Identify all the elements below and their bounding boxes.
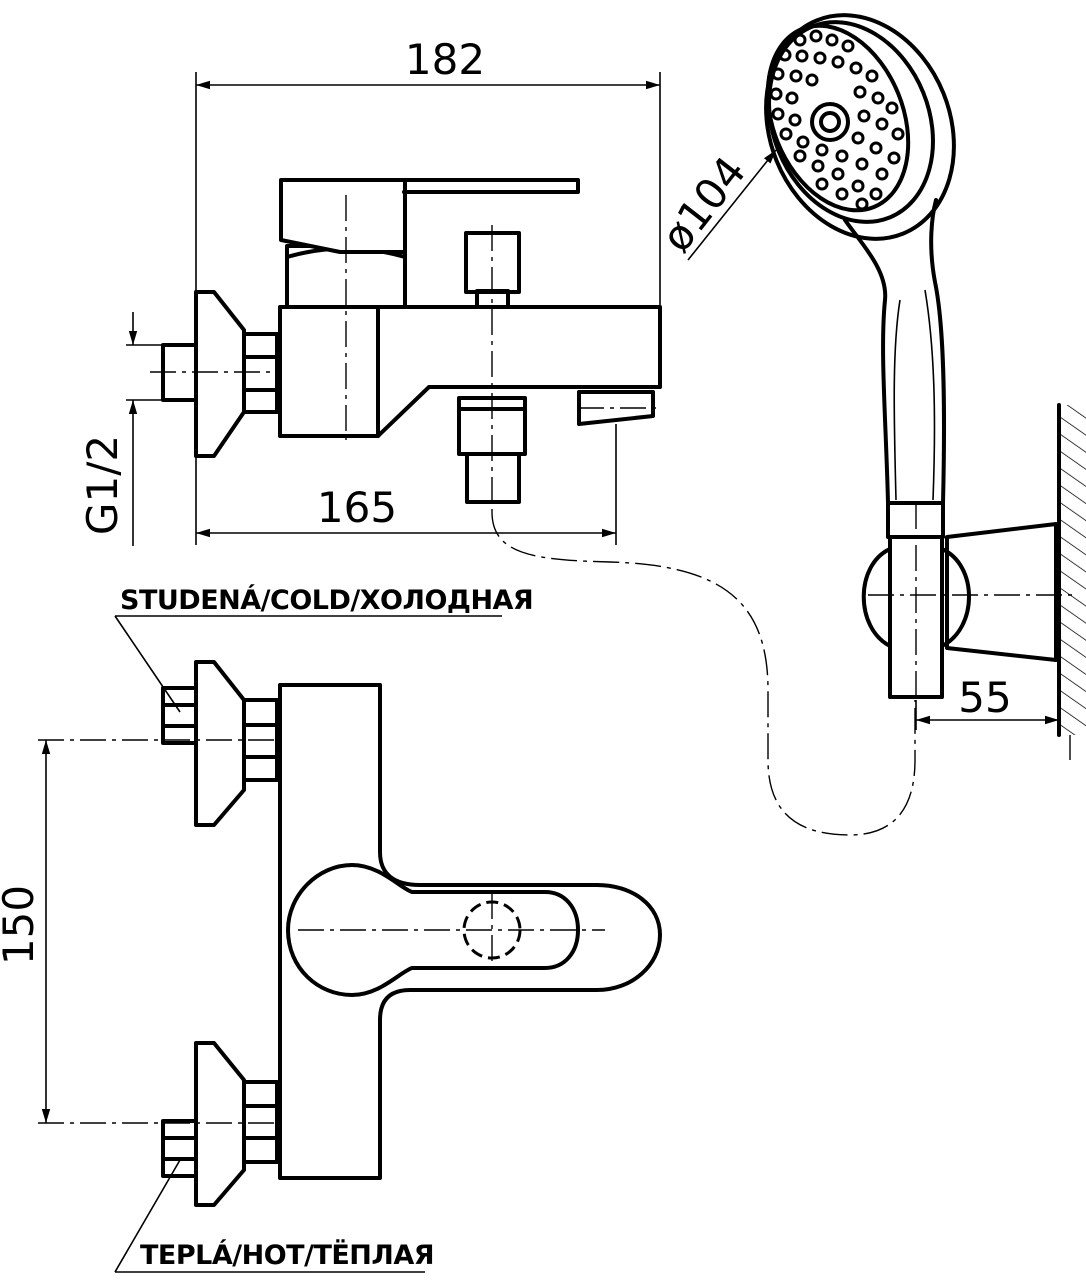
- cold-label: STUDENÁ/COLD/ХОЛОДНАЯ: [120, 584, 533, 616]
- hand-shower: [764, 13, 1078, 700]
- dimension-150: 150: [0, 740, 51, 1123]
- dimension-55: 55: [915, 673, 1059, 730]
- dimension-182-label: 182: [405, 35, 485, 84]
- dimension-182: 182: [195, 35, 661, 305]
- cold-label-leader: STUDENÁ/COLD/ХОЛОДНАЯ: [114, 584, 534, 713]
- dimension-104-label: ø104: [652, 147, 756, 261]
- dimension-150-label: 150: [0, 885, 43, 965]
- shower-hose-centerline: [491, 511, 916, 836]
- wall-section: [1057, 403, 1086, 760]
- hot-label: TEPLÁ/HOT/ТЁПЛАЯ: [140, 1239, 434, 1271]
- dimension-55-label: 55: [958, 673, 1011, 722]
- spray-nozzles: [769, 29, 905, 211]
- mixer-side-view: [150, 178, 662, 512]
- dimension-104: ø104: [652, 147, 777, 261]
- dimension-165: 165: [195, 424, 617, 545]
- hot-label-leader: TEPLÁ/HOT/ТЁПЛАЯ: [114, 1159, 435, 1273]
- mixer-front-view: [38, 660, 662, 1207]
- dimension-g1-2-label: G1/2: [78, 435, 127, 535]
- dimension-g1-2: G1/2: [78, 312, 163, 546]
- dimension-165-label: 165: [317, 483, 397, 532]
